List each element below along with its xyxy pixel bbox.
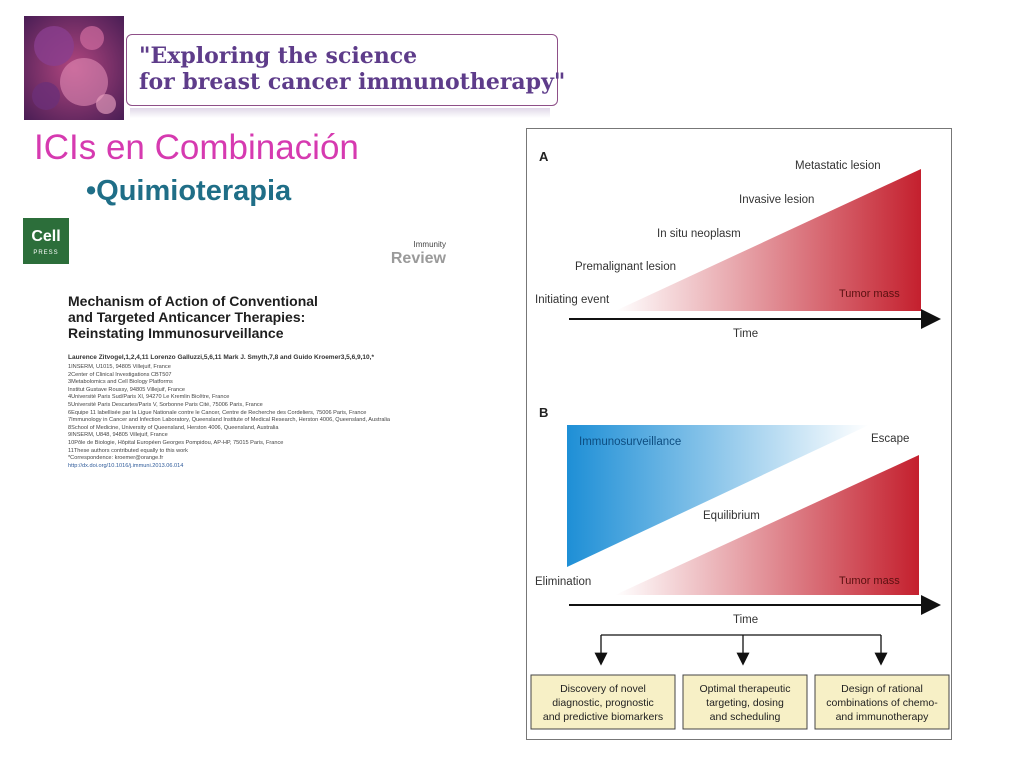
paper-title-line: and Targeted Anticancer Therapies:: [68, 309, 306, 325]
affiliation-line: 8School of Medicine, University of Queen…: [68, 424, 279, 431]
box-text: targeting, dosing: [706, 697, 784, 709]
tumor-mass-triangle: [615, 455, 919, 595]
cell-logo-text: Cell: [31, 228, 61, 245]
box-text: combinations of chemo-: [826, 697, 938, 709]
implications-connector: [594, 634, 888, 666]
affiliation-line: 3Metabolomics and Cell Biology Platforms: [68, 379, 173, 386]
figure-svg: A Initiating event Premalignant lesion I…: [530, 149, 950, 730]
elimination-label: Elimination: [535, 576, 591, 588]
box-text: and scheduling: [710, 711, 781, 723]
affiliation-line: 4Université Paris Sud/Paris XI, 94270 Le…: [68, 394, 230, 401]
tumor-mass-label-b: Tumor mass: [839, 575, 900, 587]
immunosurveillance-triangle: [567, 425, 869, 567]
journal-name: Immunity: [413, 240, 446, 249]
panel-b-label: B: [539, 405, 548, 420]
cell-press-logo: Cell PRESS: [23, 218, 69, 264]
paper-affiliations: 1INSERM, U1015, 94805 Villejuif, France …: [68, 364, 448, 470]
conference-banner: "Exploring the science for breast cancer…: [126, 34, 566, 106]
doi-link[interactable]: http://dx.doi.org/10.1016/j.immuni.2013.…: [68, 462, 184, 469]
stage-label: Metastatic lesion: [795, 160, 881, 172]
slide-title: ICIs en Combinación: [34, 128, 359, 167]
press-logo-text: PRESS: [33, 250, 59, 256]
targeting-box: [682, 674, 808, 730]
box-text: and predictive biomarkers: [543, 711, 663, 723]
paper-title-line: Mechanism of Action of Conventional: [68, 293, 318, 309]
tumor-mass-label: Tumor mass: [839, 288, 900, 300]
affiliation-line: 9INSERM, U848, 94805 Villejuif, France: [68, 432, 168, 439]
affiliation-line: *Correspondence: kroemer@orange.fr: [68, 455, 164, 462]
affiliation-line: 10Pôle de Biologie, Hôpital Européen Geo…: [68, 439, 284, 446]
figure-caption-fragment: [528, 758, 952, 766]
paper-title-line: Reinstating Immunosurveillance: [68, 325, 284, 341]
box-text: diagnostic, prognostic: [552, 697, 654, 709]
biomarkers-box: [530, 674, 676, 730]
affiliation-line: 5Université Paris Descartes/Paris V, Sor…: [68, 401, 263, 408]
equilibrium-label: Equilibrium: [703, 510, 760, 522]
combinations-box: [814, 674, 950, 730]
immunoediting-figure: A Initiating event Premalignant lesion I…: [526, 128, 952, 740]
affiliation-line: Institut Gustave Roussy, 94805 Villejuif…: [68, 386, 186, 393]
affiliation-line: 7Immunology in Cancer and Infection Labo…: [68, 417, 391, 424]
box-text: Optimal therapeutic: [699, 683, 790, 695]
banner-line-1: "Exploring the science: [139, 43, 418, 69]
abstract-cells-image: [24, 16, 124, 120]
escape-label: Escape: [871, 433, 909, 445]
affiliation-line: 1INSERM, U1015, 94805 Villejuif, France: [68, 364, 171, 370]
stage-label: Invasive lesion: [739, 194, 814, 206]
stage-label: Premalignant lesion: [575, 261, 676, 273]
affiliation-line: 6Equipe 11 labellisée par la Ligue Natio…: [68, 409, 367, 416]
affiliation-line: 2Center of Clinical Investigations CBT50…: [68, 371, 172, 378]
paper-authors: Laurence Zitvogel,1,2,4,11 Lorenzo Gallu…: [68, 354, 374, 361]
box-text: and immunotherapy: [836, 711, 930, 723]
box-text: Discovery of novel: [560, 683, 646, 695]
box-text: Design of rational: [841, 683, 923, 695]
banner-reflection: [130, 108, 550, 118]
paper-title: Mechanism of Action of Conventional and …: [68, 293, 388, 341]
tumor-growth-triangle: [615, 169, 921, 311]
panel-a-label: A: [539, 149, 549, 164]
stage-label: Initiating event: [535, 294, 610, 306]
immunosurveillance-label: Immunosurveillance: [579, 436, 681, 448]
slide-bullet: •Quimioterapia: [86, 175, 292, 207]
banner-line-2: for breast cancer immunotherapy": [139, 69, 566, 95]
time-label-a: Time: [733, 328, 758, 340]
article-type: Review: [390, 250, 446, 267]
banner-logo-image: [24, 16, 124, 120]
affiliation-line: 11These authors contributed equally to t…: [68, 447, 188, 454]
stage-label: In situ neoplasm: [657, 228, 741, 240]
time-label-b: Time: [733, 614, 758, 626]
